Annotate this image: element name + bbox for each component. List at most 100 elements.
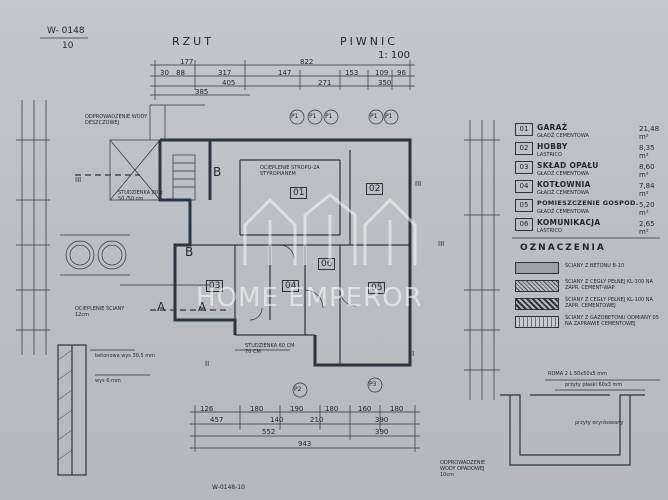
legend-swatch-brick-cement bbox=[515, 298, 559, 310]
dim-bottom: 943 bbox=[298, 440, 312, 448]
room-code: 05 bbox=[515, 199, 533, 212]
dim-top: 153 bbox=[345, 69, 359, 77]
dim-top: 96 bbox=[397, 69, 406, 77]
room-name: GARAŻ bbox=[537, 123, 568, 132]
dim-top: 317 bbox=[218, 69, 232, 77]
note-ceiling-insulation: OCIEPLENIE STROPU-2A STYROPIANEM bbox=[260, 165, 320, 177]
plan-room-number: 06 bbox=[318, 258, 336, 270]
legend-label: ŚCIANY Z CEGŁY PEŁNEJ KL-100 NA ZAPR. CE… bbox=[565, 279, 653, 291]
room-area: 8,35 m² bbox=[639, 144, 655, 160]
note-sump: STUDZIENKA 60 CM 70 CM bbox=[245, 343, 295, 355]
room-finish: GŁADŹ CEMENTOWA bbox=[537, 209, 589, 215]
dim-bottom: 180 bbox=[390, 405, 404, 413]
section-label: B bbox=[185, 245, 194, 259]
sheet-number: 10 bbox=[62, 41, 74, 51]
section-label: II bbox=[410, 350, 415, 358]
p-label: P2 bbox=[294, 386, 302, 393]
drawing-scale: 1: 100 bbox=[378, 50, 410, 61]
section-label: A bbox=[198, 300, 207, 314]
watermark-text: HOME EMPEROR bbox=[196, 283, 423, 313]
section-label: III bbox=[75, 176, 82, 184]
note-left-detail: wys 6 mm bbox=[95, 378, 121, 384]
legend-swatch-brick-lime bbox=[515, 280, 559, 292]
dim-bottom: 160 bbox=[358, 405, 372, 413]
legend: ŚCIANY Z BETONU B-10 ŚCIANY Z CEGŁY PEŁN… bbox=[515, 260, 665, 340]
dim-top: 350 bbox=[378, 79, 392, 87]
watermark-house-icon bbox=[243, 193, 417, 265]
p-label: P1 bbox=[291, 113, 299, 120]
dim-bottom: 552 bbox=[262, 428, 276, 436]
drawing-title-left: RZUT bbox=[172, 35, 214, 48]
p-label: P3 bbox=[369, 381, 377, 388]
section-label: III bbox=[438, 240, 445, 248]
p-label: P1 bbox=[370, 113, 378, 120]
legend-swatch-aerated-concrete bbox=[515, 316, 559, 328]
p-label: P1 bbox=[309, 113, 317, 120]
plan-room-number: 03 bbox=[206, 280, 224, 292]
dim-bottom: 140 bbox=[270, 416, 284, 424]
plan-room-number: 01 bbox=[290, 187, 308, 199]
room-area: 2,65 m² bbox=[639, 220, 655, 236]
room-row: 04 KOTŁOWNIA GŁADŹ CEMENTOWA 7,84 m² bbox=[515, 180, 665, 198]
dim-bottom: 190 bbox=[290, 405, 304, 413]
note-wall-insulation: OCIEPLENIE ŚCIANY 12cm bbox=[75, 306, 125, 318]
section-label: III bbox=[415, 180, 422, 188]
note-right-detail: ROMA 2 L 50x50x5 mm bbox=[548, 371, 608, 377]
legend-title: OZNACZENIA bbox=[520, 243, 606, 253]
room-row: 01 GARAŻ GŁADŹ CEMENTOWA 21,48 m² bbox=[515, 123, 665, 141]
note-right-detail: przyty płaski 60x3 mm bbox=[565, 382, 623, 388]
section-label: A bbox=[157, 300, 166, 314]
room-area: 5,20 m² bbox=[639, 201, 655, 217]
dim-bottom: 457 bbox=[210, 416, 224, 424]
dim-top: 177 bbox=[180, 58, 194, 66]
room-name: SKŁAD OPAŁU bbox=[537, 161, 599, 170]
room-name: POMIESZCZENIE GOSPOD. bbox=[537, 199, 639, 207]
dim-top: 147 bbox=[278, 69, 292, 77]
section-label: B bbox=[213, 165, 222, 179]
room-finish: LASTRICO bbox=[537, 228, 562, 234]
room-row: 03 SKŁAD OPAŁU GŁADŹ CEMENTOWA 8,60 m² bbox=[515, 161, 665, 179]
note-right-detail: przyty ocynkowany bbox=[575, 420, 624, 426]
dim-bottom: 180 bbox=[325, 405, 339, 413]
room-name: KOTŁOWNIA bbox=[537, 180, 591, 189]
room-finish: GŁADŹ CEMENTOWA bbox=[537, 133, 589, 139]
legend-label: ŚCIANY Z GAZOBETONU ODMIANY 05 NA ZAPRAW… bbox=[565, 315, 659, 327]
dim-top: 30 bbox=[160, 69, 169, 77]
dim-top: 109 bbox=[375, 69, 389, 77]
room-area: 7,84 m² bbox=[639, 182, 655, 198]
room-name: HOBBY bbox=[537, 142, 568, 151]
room-schedule: 01 GARAŻ GŁADŹ CEMENTOWA 21,48 m² 02 HOB… bbox=[515, 123, 665, 238]
plan-room-number: 05 bbox=[368, 282, 386, 294]
sheet-code: W- 0148 bbox=[47, 26, 85, 36]
room-code: 06 bbox=[515, 218, 533, 231]
dim-top: 822 bbox=[300, 58, 314, 66]
room-row: 05 POMIESZCZENIE GOSPOD. GŁADŹ CEMENTOWA… bbox=[515, 199, 665, 217]
room-row: 02 HOBBY LASTRICO 8,35 m² bbox=[515, 142, 665, 160]
legend-label: ŚCIANY Z CEGŁY PEŁNEJ KL-100 NA ZAPR. CE… bbox=[565, 297, 653, 309]
legend-swatch-concrete bbox=[515, 262, 559, 274]
dim-bottom: 126 bbox=[200, 405, 214, 413]
room-area: 21,48 m² bbox=[639, 125, 660, 141]
note-left-detail: betonowa wys 30,5 mm bbox=[95, 353, 155, 359]
room-code: 02 bbox=[515, 142, 533, 155]
plan-room-number: 04 bbox=[282, 280, 300, 292]
dim-top: 405 bbox=[222, 79, 236, 87]
section-label: II bbox=[205, 360, 210, 368]
room-code: 04 bbox=[515, 180, 533, 193]
room-code: 03 bbox=[515, 161, 533, 174]
dim-bottom: 210 bbox=[310, 416, 324, 424]
dim-top: 271 bbox=[318, 79, 332, 87]
room-finish: GŁADŹ CEMENTOWA bbox=[537, 171, 589, 177]
bottom-stamp: W-0148-10 bbox=[212, 484, 245, 491]
dim-bottom: 180 bbox=[250, 405, 264, 413]
dim-bottom: 390 bbox=[375, 416, 389, 424]
p-label: P1 bbox=[325, 113, 333, 120]
room-name: KOMUNIKACJA bbox=[537, 218, 601, 227]
room-area: 8,60 m² bbox=[639, 163, 655, 179]
dim-bottom: 390 bbox=[375, 428, 389, 436]
drawing-title-right: PIWNIC bbox=[340, 35, 398, 48]
room-row: 06 KOMUNIKACJA LASTRICO 2,65 m² bbox=[515, 218, 665, 236]
room-code: 01 bbox=[515, 123, 533, 136]
note-drainage: ODPROWADZENIE WODY DESZCZOWEJ bbox=[85, 114, 148, 126]
